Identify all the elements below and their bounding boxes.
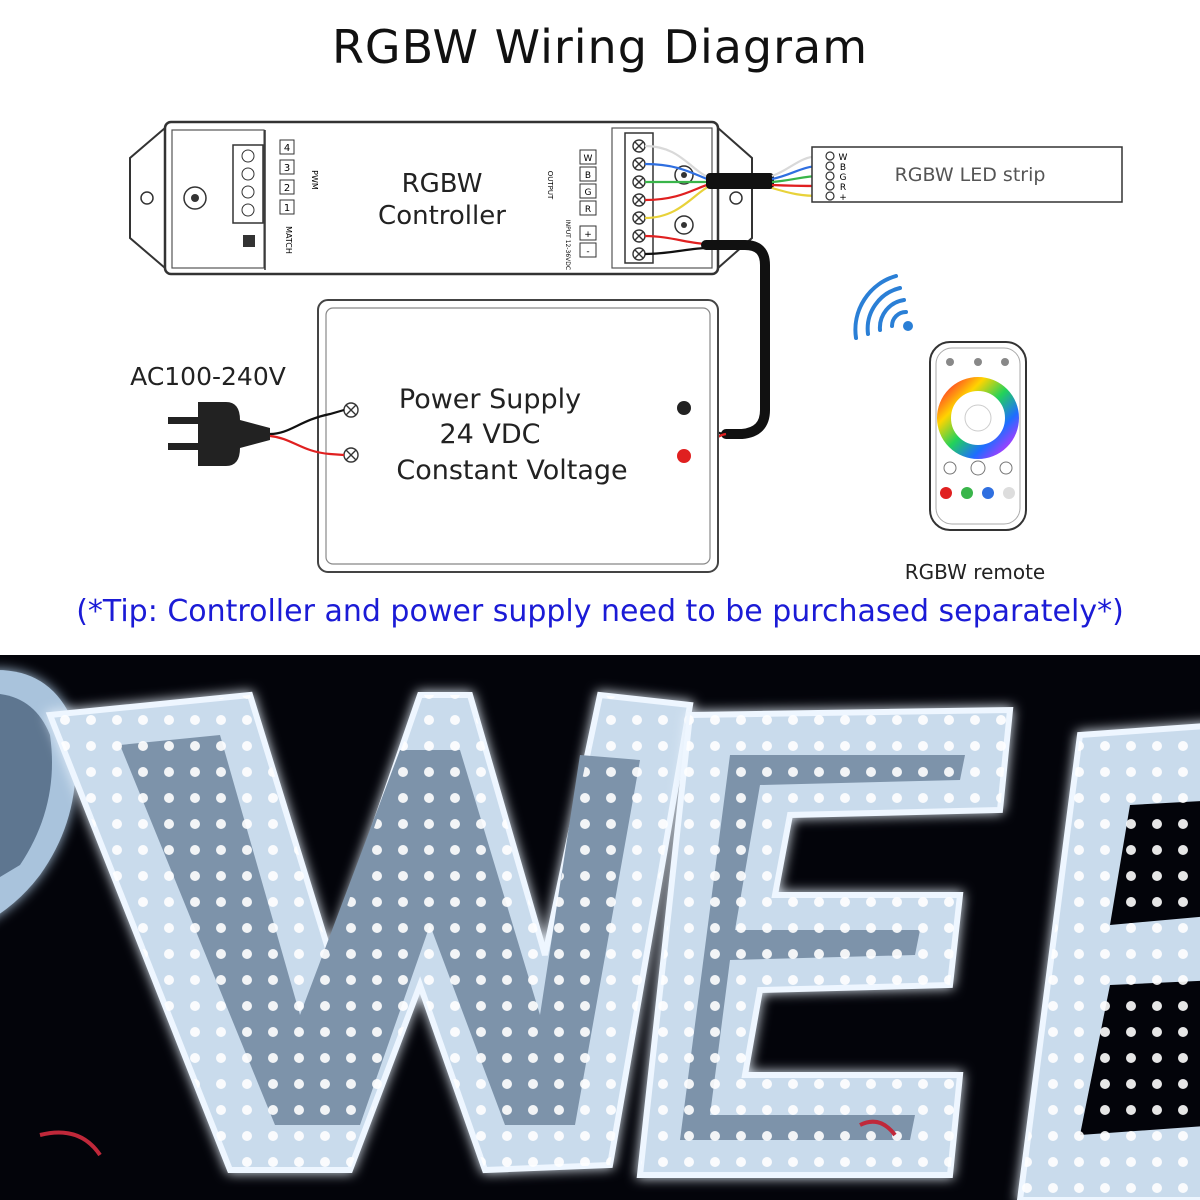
ac-plug: AC100-240V bbox=[130, 362, 345, 466]
power-supply-line1: Power Supply bbox=[399, 384, 581, 415]
led-sign-photo bbox=[0, 655, 1200, 1200]
output-cable bbox=[706, 173, 774, 189]
match-label: MATCH bbox=[284, 226, 293, 254]
out-pin-b: B bbox=[585, 171, 591, 181]
output-label: OUTPUT bbox=[546, 171, 554, 200]
strip-pin-g: G bbox=[840, 173, 847, 183]
zone-2-label: 2 bbox=[284, 183, 290, 194]
dc-cable bbox=[701, 240, 770, 439]
power-supply-line2: 24 VDC bbox=[439, 419, 540, 450]
power-supply-line3: Constant Voltage bbox=[396, 455, 627, 486]
page-title: RGBW Wiring Diagram bbox=[331, 20, 869, 74]
wiring-diagram: RGBW Wiring Diagram 4 bbox=[76, 20, 1124, 629]
partial-letter-right bbox=[1016, 723, 1200, 1200]
red-wire bbox=[859, 1119, 897, 1137]
in-pin-plus: + bbox=[584, 230, 592, 240]
mount-hole bbox=[140, 191, 154, 205]
purchase-tip: (*Tip: Controller and power supply need … bbox=[76, 594, 1124, 629]
strip-pin-b: B bbox=[840, 163, 846, 173]
controller-label-line1: RGBW bbox=[402, 169, 483, 199]
strip-label: RGBW LED strip bbox=[895, 164, 1046, 186]
rgbw-controller: 4 3 2 1 PWM MATCH RGBW Controller OUTPUT… bbox=[129, 120, 753, 276]
dc-output-positive bbox=[677, 449, 691, 463]
rgbw-remote: RGBW remote bbox=[853, 274, 1046, 584]
wireless-signal-icon bbox=[853, 274, 908, 340]
dc-output-negative bbox=[677, 401, 691, 415]
output-pin-labels: W B G R + - bbox=[579, 149, 597, 258]
pwm-label: PWM bbox=[310, 170, 319, 190]
controller-label-line2: Controller bbox=[378, 201, 506, 231]
out-pin-w: W bbox=[584, 154, 593, 164]
terminal-block bbox=[624, 132, 654, 264]
letter-e bbox=[636, 706, 1014, 1178]
led-letters bbox=[0, 670, 1200, 1200]
remote-label: RGBW remote bbox=[905, 560, 1046, 584]
letter-w bbox=[45, 691, 694, 1174]
partial-letter-left bbox=[0, 670, 76, 914]
diagram-canvas: 4 3 2 1 PWM MATCH RGBW Controller OUTPUT… bbox=[129, 120, 1123, 584]
led-strip: W B G R + RGBW LED strip bbox=[811, 146, 1123, 203]
red-wire bbox=[39, 1130, 102, 1157]
output-wires bbox=[644, 144, 711, 220]
strip-pin-plus: + bbox=[839, 193, 847, 203]
input-label: INPUT 12-36VDC bbox=[564, 220, 571, 270]
ac-voltage-label: AC100-240V bbox=[130, 362, 286, 391]
zone-1-label: 1 bbox=[284, 203, 290, 214]
in-pin-minus: - bbox=[586, 247, 589, 257]
out-pin-g: G bbox=[585, 188, 592, 198]
color-wheel bbox=[937, 377, 1019, 459]
zone-buttons: 4 3 2 1 bbox=[279, 139, 295, 215]
out-pin-r: R bbox=[585, 205, 591, 215]
zone-3-label: 3 bbox=[284, 163, 290, 174]
zone-4-label: 4 bbox=[284, 143, 290, 154]
power-supply: Power Supply 24 VDC Constant Voltage bbox=[317, 299, 719, 573]
strip-pin-w: W bbox=[839, 153, 848, 163]
strip-pin-r: R bbox=[840, 183, 846, 193]
mount-hole bbox=[729, 191, 743, 205]
